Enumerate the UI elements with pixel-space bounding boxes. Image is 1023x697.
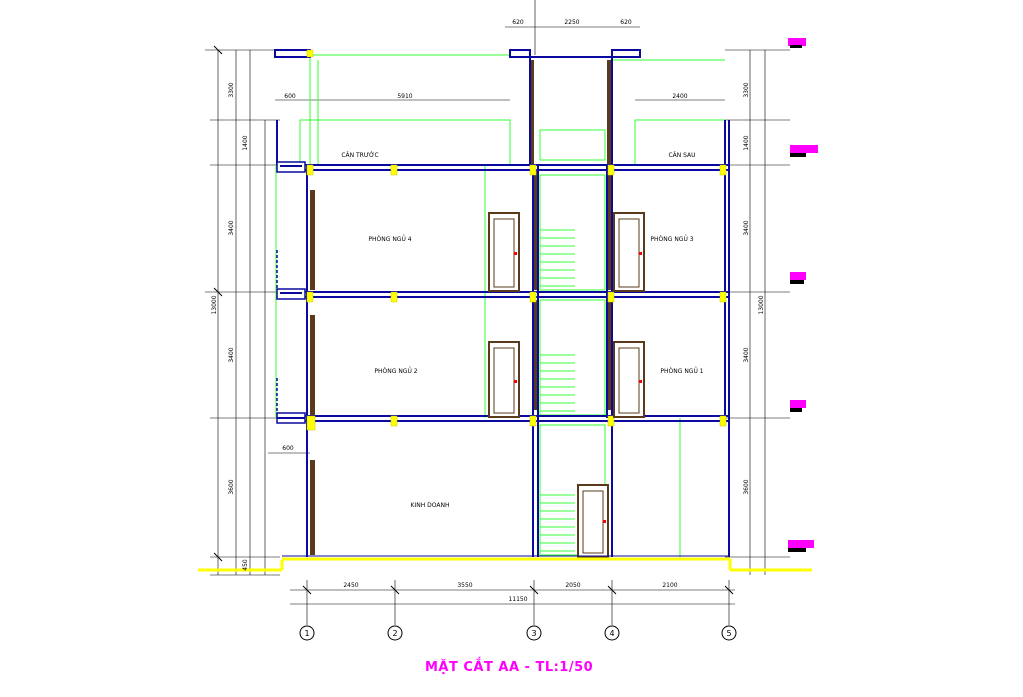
label-can-sau: CÂN SAU	[668, 152, 695, 159]
svg-text:4: 4	[609, 629, 614, 638]
svg-text:1: 1	[304, 629, 309, 638]
total-width-dim: 11150	[508, 596, 527, 603]
dimension-text: 620 2250 620 600 5910 2400 2450 3550 205…	[282, 19, 688, 603]
left-small-dim: 600	[282, 445, 294, 452]
roof-dim-3: 2400	[672, 93, 687, 100]
label-bedroom-3: PHÒNG NGỦ 3	[650, 235, 693, 243]
doors	[488, 212, 645, 558]
ground-line	[198, 555, 812, 572]
axis-bubbles: 1 2 3 4 5	[299, 625, 737, 641]
svg-text:3600: 3600	[743, 479, 750, 494]
label-can-truoc: CÂN TRƯỚC	[341, 152, 378, 159]
svg-text:2: 2	[392, 629, 397, 638]
svg-text:1400: 1400	[242, 135, 249, 150]
svg-text:3300: 3300	[228, 82, 235, 97]
dimension-lines	[205, 0, 790, 625]
left-vertical-dims: 3300 1400 3400 3400 3600 450 13000	[211, 82, 249, 571]
label-bedroom-1: PHÒNG NGỦ 1	[660, 367, 703, 375]
top-dim-3: 620	[620, 19, 632, 26]
svg-text:3400: 3400	[228, 347, 235, 362]
front-railings	[276, 161, 306, 424]
columns	[310, 60, 612, 555]
axis-5: 5	[721, 625, 737, 641]
svg-text:3400: 3400	[228, 220, 235, 235]
top-dim-2: 2250	[564, 19, 579, 26]
roof-dim-2: 5910	[397, 93, 412, 100]
label-bedroom-2: PHÒNG NGỦ 2	[374, 367, 417, 375]
bottom-dim-4: 2100	[662, 582, 677, 589]
right-vertical-dims: 3300 1400 3400 3400 3600 13000	[743, 82, 765, 494]
dim-ticks	[213, 45, 734, 595]
stair-steps-lower	[540, 494, 575, 552]
axis-1: 1	[299, 625, 315, 641]
level-marker-roof	[788, 38, 806, 48]
roof-dim-1: 600	[284, 93, 296, 100]
bottom-dim-2: 3550	[457, 582, 472, 589]
door-handles	[514, 252, 642, 523]
label-business: KINH DOANH	[411, 502, 450, 509]
svg-text:3600: 3600	[228, 479, 235, 494]
beam-markers	[306, 49, 727, 431]
level-markers	[788, 38, 818, 552]
level-marker-4	[790, 145, 818, 157]
stair-steps-upper	[540, 229, 575, 287]
axis-4: 4	[604, 625, 620, 641]
level-marker-1	[788, 540, 814, 552]
label-bedroom-4: PHÒNG NGỦ 4	[368, 235, 411, 243]
axis-3: 3	[526, 625, 542, 641]
bottom-dim-3: 2050	[565, 582, 580, 589]
svg-text:13000: 13000	[758, 295, 765, 314]
svg-text:1400: 1400	[743, 135, 750, 150]
svg-text:3: 3	[531, 629, 536, 638]
svg-text:3400: 3400	[743, 220, 750, 235]
svg-text:5: 5	[726, 629, 731, 638]
drawing-title: MẶT CẮT AA - TL:1/50	[425, 660, 594, 675]
green-elements	[275, 54, 726, 557]
svg-text:3400: 3400	[743, 347, 750, 362]
axis-2: 2	[387, 625, 403, 641]
svg-text:13000: 13000	[211, 295, 218, 314]
level-marker-2	[790, 400, 806, 412]
svg-text:450: 450	[242, 559, 249, 571]
bottom-dim-1: 2450	[343, 582, 358, 589]
svg-text:3300: 3300	[743, 82, 750, 97]
top-dim-1: 620	[512, 19, 524, 26]
structure	[274, 49, 730, 557]
stair-steps-middle	[540, 354, 575, 412]
room-labels: CÂN TRƯỚC CÂN SAU PHÒNG NGỦ 4 PHÒNG NGỦ …	[341, 152, 703, 509]
level-marker-3	[790, 272, 806, 284]
